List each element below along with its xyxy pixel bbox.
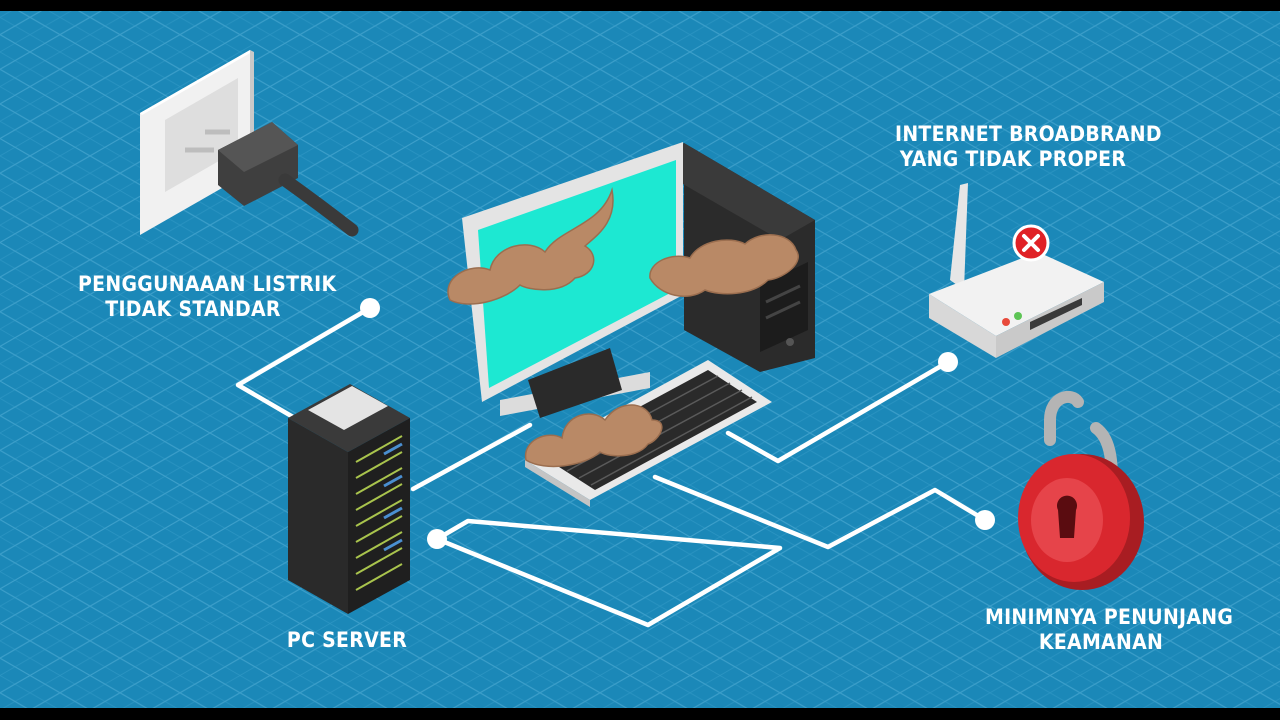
server-label-line1: PC SERVER [286,628,408,652]
connector-dots [360,298,995,549]
internet-label: INTERNET BROADBRAND YANG TIDAK PROPER [895,122,1162,172]
connector-lines [235,305,988,628]
power-label: PENGGUNAAAN LISTRIK TIDAK STANDAR [78,272,337,322]
server-label: PC SERVER [272,628,422,653]
x-alert-icon [1012,224,1050,262]
power-label-line2: TIDAK STANDAR [105,297,281,321]
security-label-line1: MINIMNYA PENUNJANG [985,605,1234,629]
computer-tower [650,143,815,372]
power-label-line1: PENGGUNAAAN LISTRIK [78,272,337,296]
security-label: MINIMNYA PENUNJANG KEAMANAN [985,605,1234,655]
router-icon [929,183,1104,358]
smoke-icon [447,187,799,468]
wall-socket-icon [140,50,254,235]
security-label-line2: KEAMANAN [1038,630,1164,654]
power-plug-icon [185,122,359,237]
broken-padlock-icon [1018,390,1144,590]
internet-label-line2: YANG TIDAK PROPER [899,147,1127,171]
internet-label-line1: INTERNET BROADBRAND [895,122,1162,146]
server-rack-icon [288,384,410,614]
